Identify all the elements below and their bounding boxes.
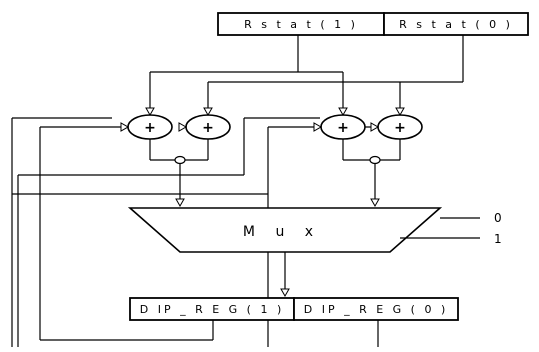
merge-node-left <box>174 155 186 165</box>
dip-reg0-label: D IP _ R E G ( 0 ) <box>304 303 449 316</box>
rstat1-fanout-wires <box>149 35 344 110</box>
dip-register-pair: D IP _ R E G ( 1 ) D IP _ R E G ( 0 ) <box>129 297 459 321</box>
dip-reg0-register <box>293 297 459 321</box>
adder-group-left: + + <box>127 114 231 140</box>
mux-shape <box>127 207 443 253</box>
merge-node-right <box>369 155 381 165</box>
rstat0-fanout-wires <box>207 35 464 110</box>
rstat0-register <box>383 12 529 36</box>
adder-2-symbol: + <box>202 120 214 136</box>
rstat-register-pair: R s t a t ( 1 ) R s t a t ( 0 ) <box>217 12 529 36</box>
rstat0-label: R s t a t ( 0 ) <box>399 18 513 31</box>
adder-1-symbol: + <box>144 120 156 136</box>
dip-reg1-label: D IP _ R E G ( 1 ) <box>140 303 285 316</box>
rstat1-label: R s t a t ( 1 ) <box>244 18 358 31</box>
adder-4-symbol: + <box>394 120 406 136</box>
mux-select-1: 1 <box>494 232 502 246</box>
mux-select-0: 0 <box>494 211 502 225</box>
mux-block: M u x 0 1 <box>127 207 502 298</box>
adder-input-arrows <box>120 107 405 132</box>
adder-group-right: + + <box>320 114 423 140</box>
mux-label: M u x <box>243 224 321 240</box>
adder-output-wires <box>149 139 401 208</box>
adder-3-symbol: + <box>337 120 349 136</box>
